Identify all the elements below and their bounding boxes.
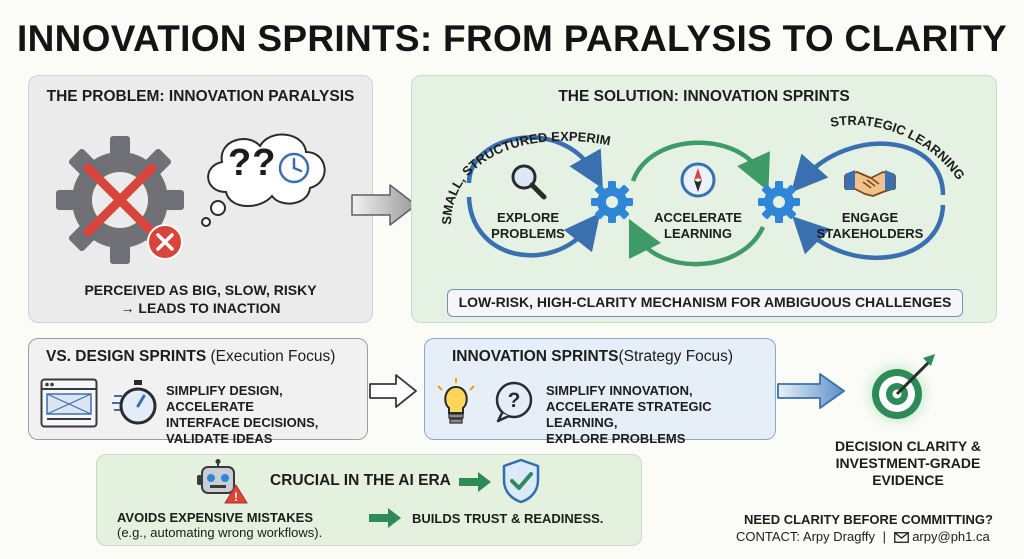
design-sprints-text: SIMPLIFY DESIGN, ACCELERATE INTERFACE DE… <box>166 383 366 447</box>
ai-era-heading: CRUCIAL IN THE AI ERA <box>270 472 451 489</box>
cycle-diagram: SMALL, STRUCTURED EXPERIMENTS STRATEGIC … <box>406 63 968 267</box>
innovation-sprints-title: INNOVATION SPRINTS(Strategy Focus) <box>452 348 733 366</box>
blue-arrow-icon <box>777 373 845 409</box>
outcome-line-2: INVESTMENT-GRADE <box>835 455 981 471</box>
gear-icon-right <box>758 181 800 223</box>
innovation-sprints-line-1: SIMPLIFY INNOVATION, <box>546 383 693 398</box>
problem-line-2: → LEADS TO INACTION <box>120 300 281 316</box>
left-loop-bottom-arrow <box>466 196 601 258</box>
svg-text:?: ? <box>508 389 521 412</box>
design-sprints-line-3: VALIDATE IDEAS <box>166 431 273 446</box>
innovation-sprints-panel <box>424 338 776 440</box>
middle-loop-top-arrow <box>630 140 770 192</box>
step-engage-line-1: ENGAGE <box>841 210 899 225</box>
robot-warning-icon: ! <box>197 459 248 504</box>
green-arrow-icon-bottom <box>369 508 401 528</box>
outcome-text: DECISION CLARITY & INVESTMENT-GRADE EVID… <box>834 438 982 489</box>
contact-question: NEED CLARITY BEFORE COMMITTING? <box>744 512 993 527</box>
step-engage-line-2: STAKEHOLDERS <box>816 226 924 241</box>
shield-check-icon <box>502 458 540 504</box>
ai-era-left-bold: AVOIDS EXPENSIVE MISTAKES <box>117 510 314 525</box>
stopwatch-icon <box>112 380 157 425</box>
step-explore-line-2: PROBLEMS <box>491 226 565 241</box>
ai-era-left-example: (e.g., automating wrong workflows). <box>117 525 323 540</box>
outline-arrow-icon <box>369 374 417 408</box>
solution-heading: THE SOLUTION: INNOVATION SPRINTS <box>558 88 850 105</box>
gear-icon-left <box>591 181 633 223</box>
problem-heading: THE PROBLEM: INNOVATION PARALYSIS <box>46 88 355 105</box>
step-accelerate-line-2: LEARNING <box>664 226 732 241</box>
ai-era-right: BUILDS TRUST & READINESS. <box>412 511 604 526</box>
innovation-sprints-line-3: EXPLORE PROBLEMS <box>546 431 686 446</box>
envelope-icon <box>893 532 909 543</box>
question-marks: ?? <box>228 142 277 184</box>
step-explore: EXPLORE PROBLEMS <box>478 210 578 242</box>
problem-line-1: PERCEIVED AS BIG, SLOW, RISKY <box>84 282 317 298</box>
design-sprints-line-2: INTERFACE DECISIONS, <box>166 415 319 430</box>
right-loop-bottom-arrow <box>792 204 946 260</box>
lightbulb-icon <box>437 378 475 424</box>
step-engage: ENGAGE STAKEHOLDERS <box>814 210 926 242</box>
question-bubble-icon: ? <box>495 381 533 423</box>
ai-era-panel <box>96 454 642 546</box>
problem-description: PERCEIVED AS BIG, SLOW, RISKY → LEADS TO… <box>28 281 373 317</box>
left-loop-top-arrow <box>466 135 603 189</box>
right-loop-top-arrow <box>791 141 946 196</box>
broken-gear-icon <box>56 136 184 264</box>
magnifier-icon <box>511 164 547 200</box>
handshake-icon <box>844 170 896 197</box>
contact-line: CONTACT: Arpy Dragffy | arpy@ph1.ca <box>736 529 990 544</box>
middle-loop-bottom-arrow <box>628 218 766 267</box>
design-sprints-title-focus: (Execution Focus) <box>210 348 336 365</box>
error-badge-icon <box>147 224 183 260</box>
step-explore-line-1: EXPLORE <box>496 210 560 225</box>
contact-email[interactable]: arpy@ph1.ca <box>912 529 990 544</box>
page-title: INNOVATION SPRINTS: FROM PARALYSIS TO CL… <box>17 18 1007 59</box>
right-arrow-icon <box>351 184 417 226</box>
solution-banner: LOW-RISK, HIGH-CLARITY MECHANISM FOR AMB… <box>447 289 963 317</box>
outcome-line-3: EVIDENCE <box>872 472 944 488</box>
innovation-sprints-text: SIMPLIFY INNOVATION, ACCELERATE STRATEGI… <box>546 383 774 447</box>
svg-text:!: ! <box>234 490 238 504</box>
green-arrow-icon-top <box>459 472 491 492</box>
target-icon <box>857 354 937 434</box>
browser-window-icon <box>40 378 98 428</box>
design-sprints-title-bold: VS. DESIGN SPRINTS <box>46 348 207 365</box>
compass-icon <box>680 162 716 198</box>
innovation-sprints-line-2: ACCELERATE STRATEGIC LEARNING, <box>546 399 712 430</box>
step-accelerate: ACCELERATE LEARNING <box>640 210 756 242</box>
innovation-sprints-title-bold: INNOVATION SPRINTS <box>452 348 619 365</box>
outcome-line-1: DECISION CLARITY & <box>835 438 981 454</box>
design-sprints-line-1: SIMPLIFY DESIGN, ACCELERATE <box>166 383 283 414</box>
contact-name: CONTACT: Arpy Dragffy <box>736 529 875 544</box>
step-accelerate-line-1: ACCELERATE <box>654 210 742 225</box>
solution-panel <box>411 75 997 323</box>
thought-bubble-icon <box>201 133 326 227</box>
design-sprints-title: VS. DESIGN SPRINTS (Execution Focus) <box>46 348 335 366</box>
contact-separator: | <box>882 529 886 544</box>
innovation-sprints-title-focus: (Strategy Focus) <box>618 348 734 365</box>
